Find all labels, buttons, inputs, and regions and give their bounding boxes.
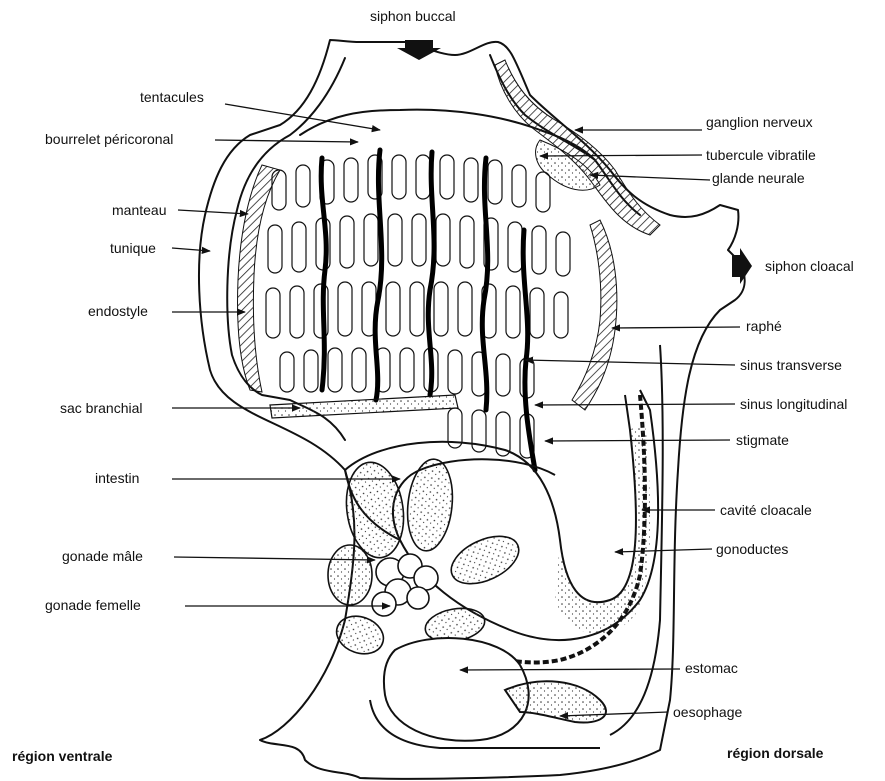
label-manteau: manteau [112,202,166,218]
label-cavite-cloacale: cavité cloacale [720,502,812,518]
label-gonade-femelle: gonade femelle [45,597,141,613]
label-stigmate: stigmate [736,432,789,448]
label-region-ventrale: région ventrale [12,748,112,764]
label-gonade-male: gonade mâle [62,548,143,564]
label-siphon-buccal: siphon buccal [370,8,456,24]
label-glande-neurale: glande neurale [712,170,805,186]
label-tentacules: tentacules [140,89,204,105]
raphe-hatch [572,220,617,410]
label-tubercule-vibratile: tubercule vibratile [706,147,816,163]
longitudinal-sinuses [321,150,535,470]
sac-branchial-bar [270,395,458,418]
label-estomac: estomac [685,660,738,676]
label-raphe: raphé [746,318,782,334]
label-gonoductes: gonoductes [716,541,788,557]
label-siphon-cloacal: siphon cloacal [765,258,854,274]
label-region-dorsale: région dorsale [727,745,823,761]
label-endostyle: endostyle [88,303,148,319]
siphon-cloacal-arrow [732,248,752,284]
label-tunique: tunique [110,240,156,256]
gonads [328,457,526,660]
label-ganglion-nerveux: ganglion nerveux [706,114,813,130]
label-sinus-transverse: sinus transverse [740,357,842,373]
label-bourrelet-pericoronal: bourrelet péricoronal [45,131,173,147]
label-sac-branchial: sac branchial [60,400,143,416]
mantle-hatch-right [495,60,660,235]
label-intestin: intestin [95,470,139,486]
intestine-stipple [555,420,650,634]
mantle-hatch-left [238,165,281,392]
label-sinus-longitudinal: sinus longitudinal [740,396,847,412]
label-oesophage: oesophage [673,704,742,720]
